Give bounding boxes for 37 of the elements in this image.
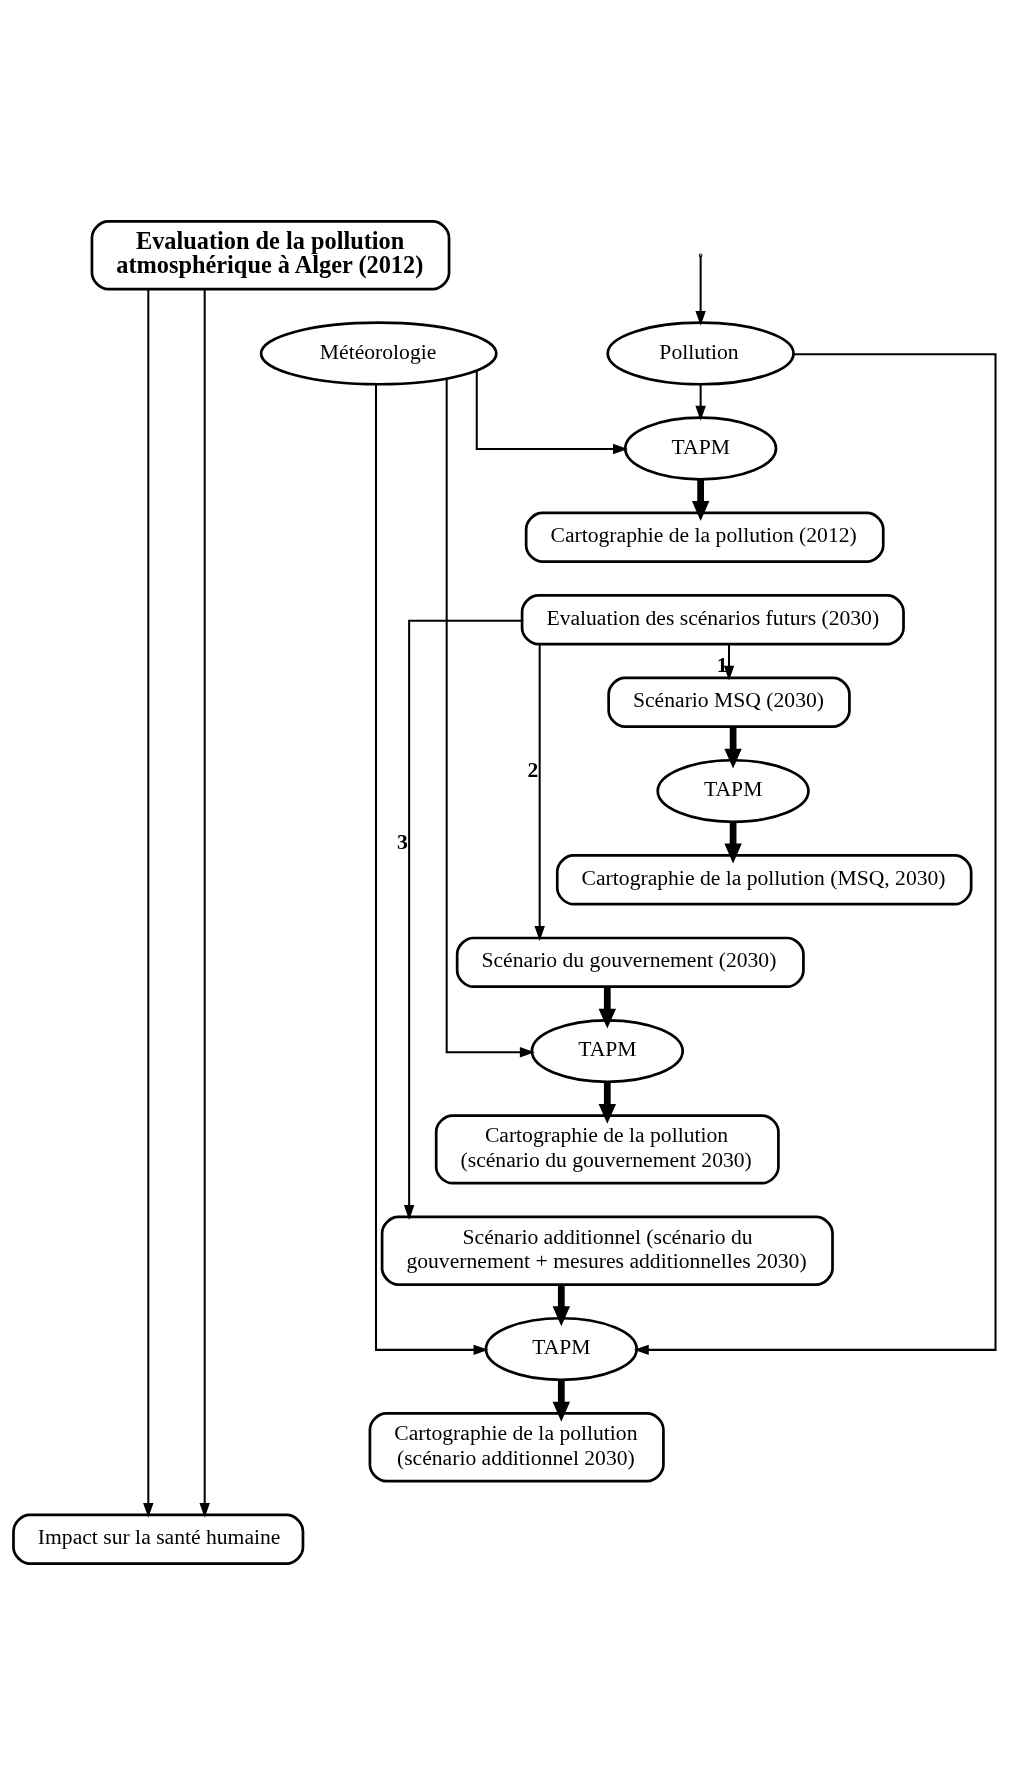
node-ellipse: TAPM (484, 1316, 639, 1381)
arrow (552, 1284, 571, 1326)
node-box: Cartographie de la pollution (2012) (524, 511, 885, 563)
node-box: Impact sur la santé humaine (12, 1513, 305, 1565)
node-box: Scénario additionnel (scénario du gouvernement + mesures additionnelles 2030) (380, 1215, 834, 1286)
arrow (534, 643, 545, 941)
node-ellipse: TAPM (623, 415, 778, 481)
node-box: Scénario MSQ (2030) (607, 676, 851, 728)
node-box: Cartographie de la pollution (scénario du gouvernement 2030) (434, 1113, 780, 1184)
arrow (475, 370, 628, 454)
edge-label: 1 (716, 652, 728, 677)
node-ellipse: TAPM (656, 758, 810, 823)
arrow (598, 986, 617, 1029)
arrow (445, 378, 535, 1057)
node-box: Cartographie de la pollution (scénario additionnel 2030) (368, 1411, 665, 1482)
node-box: Scénario du gouvernement (2030) (455, 936, 805, 988)
node-box: Cartographie de la pollution (MSQ, 2030) (555, 853, 973, 906)
edge-label: 3 (396, 829, 408, 854)
arrow (633, 352, 997, 1355)
node-box: Evaluation de la pollution atmosphérique à Alger (2012) (90, 219, 451, 290)
arrow (691, 479, 710, 521)
arrow (375, 383, 489, 1355)
arrow (199, 289, 210, 1518)
edge-label: 2 (527, 757, 539, 782)
node-ellipse: TAPM (530, 1018, 685, 1083)
arrow (724, 821, 742, 863)
arrow (723, 644, 735, 681)
node-ellipse: Pollution (606, 320, 795, 386)
node-box: Evaluation des scénarios futurs (2030) (520, 593, 905, 645)
arrow (598, 1081, 617, 1124)
arrow (695, 384, 706, 421)
arrow (695, 255, 706, 326)
arrow (403, 619, 522, 1220)
arrow (724, 726, 742, 769)
arrow (143, 289, 154, 1518)
node-ellipse: Météorologie (259, 320, 498, 386)
arrow (552, 1379, 571, 1422)
